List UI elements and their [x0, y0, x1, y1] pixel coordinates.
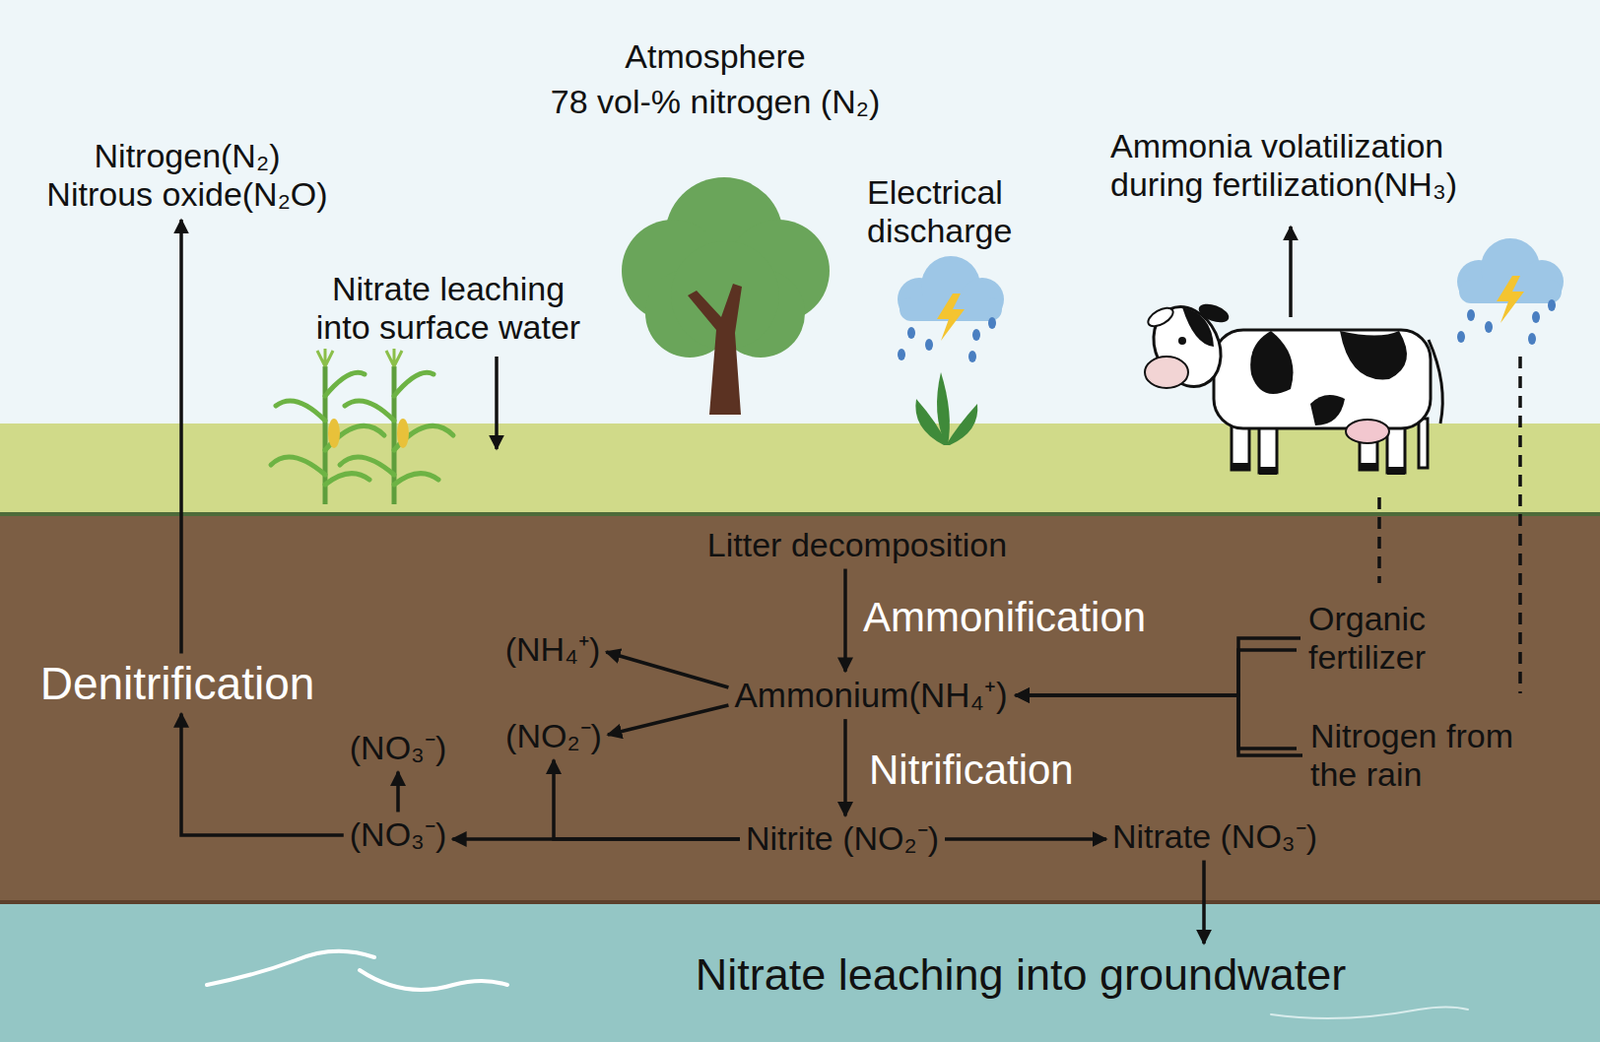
- cow: [1310, 395, 1345, 426]
- flow-arrow: [944, 837, 1107, 842]
- annotation-label: 78 vol-% nitrogen (N₂): [550, 82, 880, 122]
- flow-arrow: [181, 713, 344, 836]
- background-bands: [0, 0, 1600, 424]
- small-plant: [915, 372, 978, 446]
- cow: [1231, 463, 1250, 471]
- process-label: Nitrogen from the rain: [1310, 717, 1547, 795]
- node-text: Nitrous oxide(N₂O): [46, 175, 328, 214]
- rain-cloud: [1457, 238, 1564, 345]
- corn-plants: [270, 348, 385, 505]
- node-text: Litter decomposition: [707, 526, 1007, 565]
- flow-arrows: [1288, 226, 1293, 318]
- background-bands: [0, 512, 1600, 517]
- node-text: Denitrification: [40, 658, 316, 711]
- rain-cloud: [897, 256, 1004, 363]
- corn-plants: [270, 348, 454, 505]
- background-bands: [0, 900, 1600, 905]
- corn-plants: [339, 348, 454, 505]
- process-label: (NO₃⁻): [349, 815, 448, 855]
- flow-arrow: [605, 652, 729, 688]
- process-name: Ammonification: [863, 594, 1146, 642]
- node-text: (NO₂⁻): [505, 717, 602, 756]
- process-label: (NO₂⁻): [505, 717, 602, 756]
- cow: [1339, 331, 1407, 380]
- flow-arrows: [494, 356, 499, 450]
- background-bands: [0, 516, 1600, 904]
- node-text: (NO₃⁻): [349, 815, 448, 855]
- tree: [621, 177, 830, 415]
- process-label: (NH₄⁺): [505, 630, 601, 669]
- process-label: Organic fertilizer: [1308, 600, 1471, 677]
- water-waves: [206, 951, 375, 986]
- process-name: Nitrification: [868, 746, 1074, 795]
- tree: [687, 283, 742, 415]
- node-text: (NO₃⁻): [349, 729, 448, 768]
- cow: [1178, 336, 1187, 345]
- flow-arrows: [496, 226, 1521, 749]
- node-text: Nitrate leaching into groundwater: [695, 949, 1346, 1001]
- annotation-label: Ammonia volatilization during fertilizat…: [1110, 127, 1505, 204]
- node-text: Nitrogen from the rain: [1310, 717, 1547, 795]
- flow-arrows: [1377, 497, 1382, 584]
- node-text: Nitrogen(N₂): [46, 136, 328, 176]
- node-text: Nitrate (NO₃⁻): [1112, 817, 1318, 857]
- process-label: (NO₃⁻): [349, 729, 448, 768]
- flow-arrow: [607, 705, 730, 735]
- flow-arrow: [396, 772, 400, 813]
- water-waves: [1270, 1007, 1468, 1020]
- node-text: Ammonium(NH₄⁺): [733, 675, 1007, 716]
- flow-arrows: [1238, 650, 1297, 749]
- cow: [1250, 331, 1293, 395]
- process-label: Denitrification: [40, 658, 316, 711]
- water-waves: [359, 970, 508, 991]
- process-label: Nitrate leaching into groundwater: [695, 949, 1346, 1001]
- cow: [1213, 330, 1431, 429]
- cow: [1359, 463, 1378, 471]
- annotation-label: Atmosphere: [624, 37, 805, 76]
- process-label: Ammonium(NH₄⁺): [733, 675, 1007, 716]
- flow-arrow: [179, 219, 184, 654]
- cow: [1259, 466, 1277, 475]
- process-label: Nitrite (NO₂⁻): [745, 819, 939, 859]
- cow: [1140, 295, 1234, 398]
- cow: [1418, 418, 1428, 468]
- cow: [1140, 295, 1443, 475]
- annotation-label: Nitrate leaching into surface water: [308, 269, 590, 347]
- flow-arrow: [843, 569, 848, 672]
- cow: [1196, 300, 1232, 327]
- background-bands: [0, 904, 1600, 1042]
- flow-arrow: [843, 719, 848, 816]
- process-label: Nitrogen(N₂)Nitrous oxide(N₂O): [46, 136, 328, 214]
- flow-arrows: [1518, 356, 1523, 694]
- annotation-label: Electrical discharge: [866, 173, 1030, 251]
- small-plant: [945, 403, 978, 446]
- cow: [1387, 466, 1405, 475]
- node-text: Nitrite (NO₂⁻): [745, 819, 939, 859]
- cow: [1144, 304, 1176, 331]
- process-label: Litter decomposition: [707, 526, 1007, 565]
- flow-arrow: [1201, 861, 1206, 945]
- flow-arrow: [1015, 695, 1303, 756]
- process-label: Nitrate (NO₃⁻): [1112, 817, 1318, 857]
- node-text: (NH₄⁺): [505, 630, 601, 669]
- node-text: Organic fertilizer: [1308, 600, 1471, 677]
- cow: [1144, 356, 1189, 389]
- cow: [1345, 419, 1390, 444]
- small-plant: [915, 399, 948, 446]
- flow-arrow: [553, 760, 740, 840]
- flow-arrow: [1015, 638, 1301, 696]
